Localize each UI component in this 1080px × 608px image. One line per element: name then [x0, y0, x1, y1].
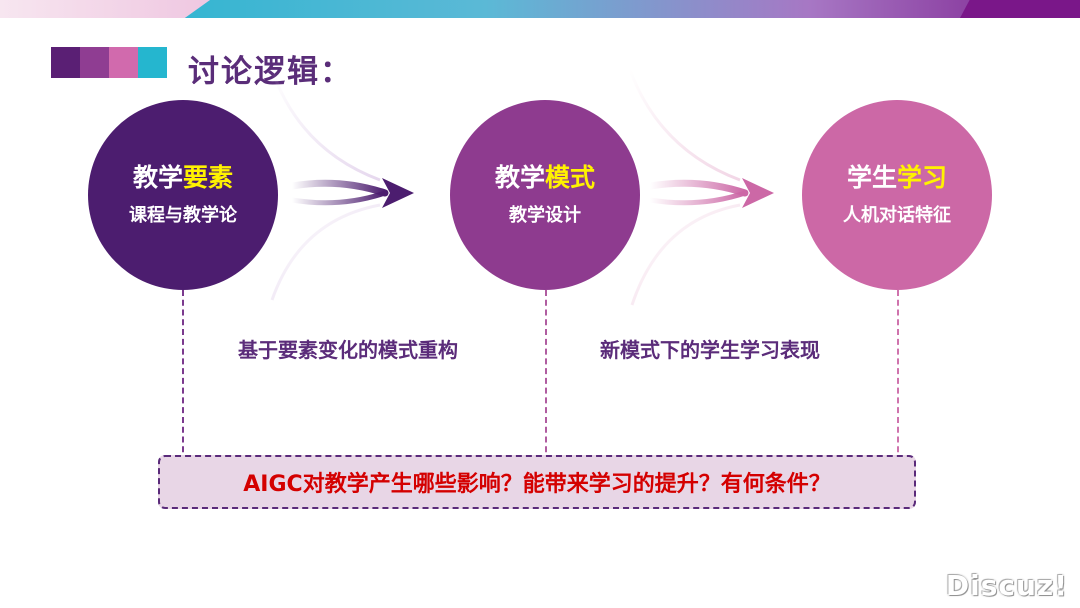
arrow-1-head [382, 178, 414, 208]
node-teaching-elements: 教学要素 课程与教学论 [88, 100, 278, 290]
heading-square-3 [109, 47, 138, 78]
node-title: 学生学习 [847, 163, 947, 193]
watermark-logo: Discuz! [945, 569, 1068, 602]
node-student-learning: 学生学习 人机对话特征 [802, 100, 992, 290]
dashed-connector-1 [182, 290, 184, 462]
node-subtitle: 教学设计 [509, 205, 581, 226]
arrow-2-body [647, 190, 748, 206]
node-title-highlight: 学习 [897, 163, 948, 192]
arrow-1-body [288, 179, 389, 197]
arrow-2-body [646, 179, 749, 197]
arc-decor [628, 69, 741, 182]
heading-square-4 [138, 47, 167, 78]
node-title-highlight: 模式 [545, 163, 596, 192]
dashed-connector-3 [897, 290, 899, 462]
node-subtitle: 课程与教学论 [129, 205, 237, 226]
dashed-connector-2 [545, 290, 547, 462]
question-box: AIGC对教学产生哪些影响？能带来学习的提升？有何条件？ [158, 455, 916, 509]
arc-decor [270, 203, 381, 301]
arrow-1-body [289, 190, 388, 206]
top-decor-right [960, 0, 1080, 18]
top-decor-bar [0, 0, 1080, 18]
link-label-1: 基于要素变化的模式重构 [238, 338, 458, 362]
top-decor-left [0, 0, 210, 18]
node-title-main: 教学 [132, 163, 183, 192]
link-label-2: 新模式下的学生学习表现 [600, 338, 820, 362]
arc-decor [630, 203, 741, 306]
node-title-main: 学生 [846, 163, 897, 192]
node-teaching-mode: 教学模式 教学设计 [450, 100, 640, 290]
question-text: AIGC对教学产生哪些影响？能带来学习的提升？有何条件？ [243, 472, 831, 497]
node-title-highlight: 要素 [183, 163, 234, 192]
arrow-2-head [742, 178, 774, 208]
arc-decor [270, 69, 381, 182]
node-title-main: 教学 [494, 163, 545, 192]
node-title: 教学模式 [495, 163, 595, 193]
node-subtitle: 人机对话特征 [843, 205, 951, 226]
heading-square-1 [51, 47, 80, 78]
heading-square-2 [80, 47, 109, 78]
node-title: 教学要素 [133, 163, 233, 193]
page-title: 讨论逻辑： [188, 54, 353, 90]
